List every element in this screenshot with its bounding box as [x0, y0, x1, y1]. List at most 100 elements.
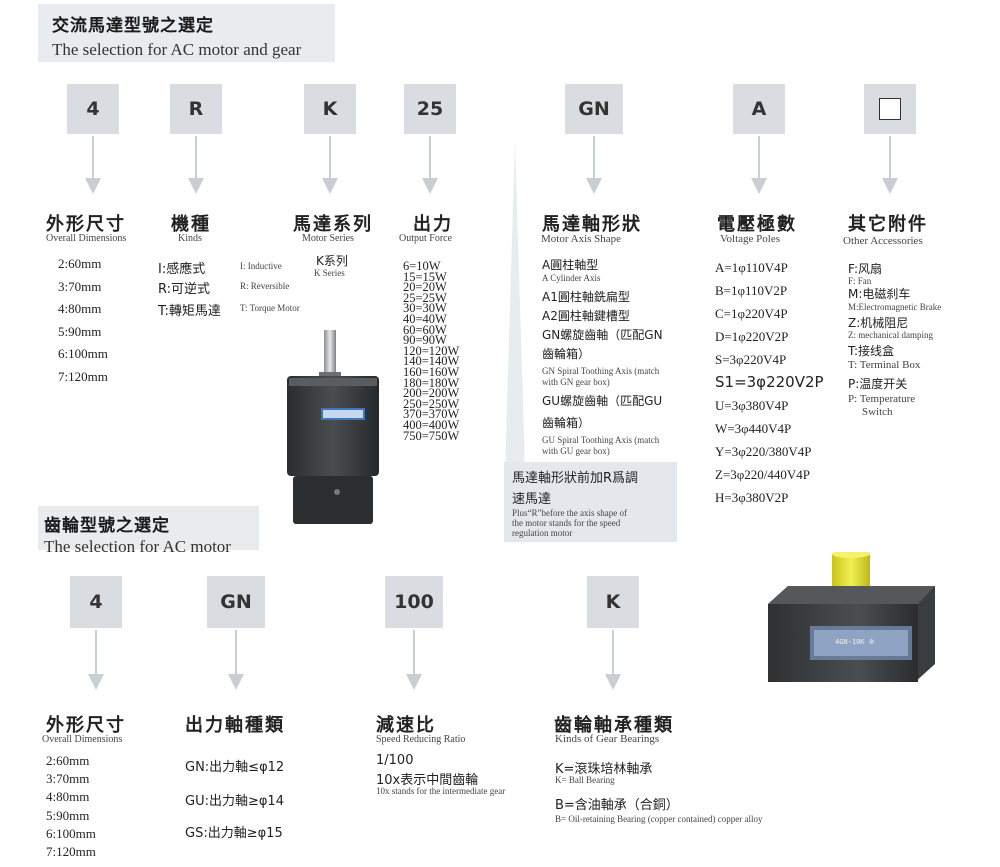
gearbox-image: [768, 552, 935, 682]
axis-title-cn: 馬達軸形狀: [542, 214, 642, 235]
series-item-en: K Series: [314, 268, 345, 278]
voltage-title-en: Voltage Poles: [720, 233, 780, 245]
accessory-temp-cn: P:温度开关: [848, 377, 908, 391]
ac-motor-image: [287, 330, 379, 524]
note-en: the motor stands for the speed: [512, 518, 621, 528]
arrow-down-icon: [188, 136, 204, 194]
kind-item-en: R: Reversible: [240, 281, 290, 291]
kinds-title-cn: 機種: [171, 214, 211, 235]
voltage-item: U=3φ380V4P: [715, 398, 789, 413]
axis-title-en: Motor Axis Shape: [541, 233, 622, 245]
ac-section-header: 交流馬達型號之選定 The selection for AC motor and…: [38, 4, 335, 62]
voltage-item: S=3φ220V4P: [715, 352, 787, 367]
arrow-down-icon: [322, 136, 338, 194]
gear-overall-list: 2:60mm 3:70mm 4:80mm 5:90mm 6:100mm 7:12…: [46, 752, 96, 861]
output-title-cn: 出力: [413, 214, 453, 235]
output-list: 6=10W 15=15W 20=20W 25=25W 30=30W 40=40W…: [403, 259, 460, 443]
accessory-title-cn: 其它附件: [848, 214, 928, 235]
gearbox-model: 4GN-10K: [835, 638, 865, 646]
gear-header-en: The selection for AC motor: [44, 537, 231, 556]
axis-a1-cn: A1圓柱軸銑扁型: [542, 290, 630, 304]
voltage-item: Y=3φ220/380V4P: [715, 444, 812, 459]
ac-header-cn: 交流馬達型號之選定: [52, 16, 214, 36]
bearing-b-cn: B=含油軸承（合銅）: [555, 798, 679, 813]
output-item: 750=750W: [403, 428, 460, 443]
kind-item-cn: R:可逆式: [158, 282, 211, 297]
arrow-down-icon: [422, 136, 438, 194]
voltage-item: C=1φ220V4P: [715, 306, 788, 321]
bearing-k-cn: K=滾珠培林軸承: [555, 762, 653, 777]
ratio-title-en: Speed Reducing Ratio: [376, 734, 466, 745]
overall-item: 4:80mm: [58, 301, 102, 316]
output-item: 400=400W: [403, 417, 460, 432]
output-item: 40=40W: [403, 311, 447, 326]
arrow-down-icon: [605, 630, 621, 690]
gearbox-label: 4GN-10K ※: [835, 638, 875, 646]
axis-gn-en: with GN gear box): [542, 377, 610, 387]
arrow-down-icon: [751, 136, 767, 194]
accessory-box-cn: T:接线盒: [848, 344, 895, 358]
overall-item: 5:90mm: [58, 323, 102, 339]
overall-item: 3:70mm: [58, 278, 102, 294]
gear-overall-item: 6:100mm: [46, 825, 96, 841]
accessory-fan-en: F: Fan: [848, 276, 872, 286]
gear-overall-item: 4:80mm: [46, 789, 90, 805]
voltage-title-cn: 電壓極數: [717, 214, 797, 235]
output-title-en: Output Force: [399, 233, 453, 244]
voltage-item: Z=3φ220/440V4P: [715, 467, 811, 482]
axis-gn-cn: 齒輪箱）: [542, 347, 591, 361]
arrow-down-icon: [228, 630, 244, 690]
note-cn: 馬達軸形狀前加R爲調: [512, 471, 639, 486]
arrow-down-icon: [85, 136, 101, 194]
output-item: 200=200W: [403, 386, 460, 401]
ratio-line: 1/100: [376, 753, 414, 768]
accessory-damping-cn: Z:机械阻尼: [848, 316, 909, 330]
voltage-item: H=3φ380V2P: [715, 490, 789, 505]
axis-gn-cn: GN螺旋齒軸（匹配GN: [542, 328, 663, 342]
gear-overall-item: 5:90mm: [46, 807, 90, 823]
output-item: 25=25W: [403, 290, 447, 305]
code-box-size: 4: [67, 84, 119, 134]
axis-a-cn: A圓柱軸型: [542, 258, 599, 272]
gear-overall-item: 2:60mm: [46, 753, 90, 768]
overall-item: 2:60mm: [58, 256, 102, 271]
output-item: 20=20W: [403, 280, 447, 295]
code-box-accessory: [864, 84, 916, 134]
accessory-damping-en: Z: mechanical damping: [848, 330, 933, 340]
output-item: 6=10W: [403, 259, 441, 273]
axis-gu-cn: 齒輪箱）: [542, 416, 591, 430]
shaft-item: GS:出力軸≥φ15: [185, 826, 283, 841]
ratio-title-cn: 減速比: [376, 715, 436, 736]
output-item: 250=250W: [403, 396, 460, 411]
gear-overall-title-en: Overall Dimensions: [42, 734, 123, 745]
ratio-line: 10x表示中間齒輪: [376, 773, 479, 788]
gear-section-header: 齒輪型號之選定 The selection for AC motor: [38, 506, 259, 556]
voltage-item: D=1φ220V2P: [715, 329, 789, 344]
overall-title-en: Overall Dimensions: [46, 233, 127, 244]
kind-item-cn: T:轉矩馬達: [158, 304, 221, 319]
axis-gu-cn: GU螺旋齒軸（匹配GU: [542, 394, 663, 408]
voltage-item: B=1φ110V2P: [715, 283, 788, 298]
output-item: 180=180W: [403, 375, 460, 390]
kind-item-en: I: Inductive: [240, 261, 282, 271]
accessory-brake-cn: M:电磁刹车: [848, 287, 911, 301]
overall-item: 7:120mm: [58, 368, 108, 384]
gear-code-box-bearing: K: [587, 576, 639, 628]
output-item: 120=120W: [403, 343, 460, 358]
overall-title-cn: 外形尺寸: [46, 214, 126, 235]
gear-code-box-size: 4: [70, 576, 122, 628]
output-item: 15=15W: [403, 269, 447, 284]
axis-gu-en: with GU gear box): [542, 446, 610, 456]
axis-a2-cn: A2圓柱軸鍵槽型: [542, 309, 630, 323]
accessory-temp-en: Switch: [862, 406, 893, 418]
code-box-voltage: A: [733, 84, 785, 134]
axis-a-en: A Cylinder Axis: [542, 273, 601, 283]
voltage-list: A=1φ110V4P B=1φ110V2P C=1φ220V4P D=1φ220…: [715, 256, 824, 509]
speed-regulation-note: 馬達軸形狀前加R爲調 速馬達 Plus“R”before the axis sh…: [504, 462, 677, 542]
shaft-title-cn: 出力軸種類: [185, 715, 285, 736]
arrow-down-icon: [586, 136, 602, 194]
kinds-title-en: Kinds: [178, 233, 202, 244]
accessory-fan-cn: F:风扇: [848, 262, 883, 276]
gear-overall-item: 7:120mm: [46, 844, 96, 860]
code-box-kind: R: [170, 84, 222, 134]
